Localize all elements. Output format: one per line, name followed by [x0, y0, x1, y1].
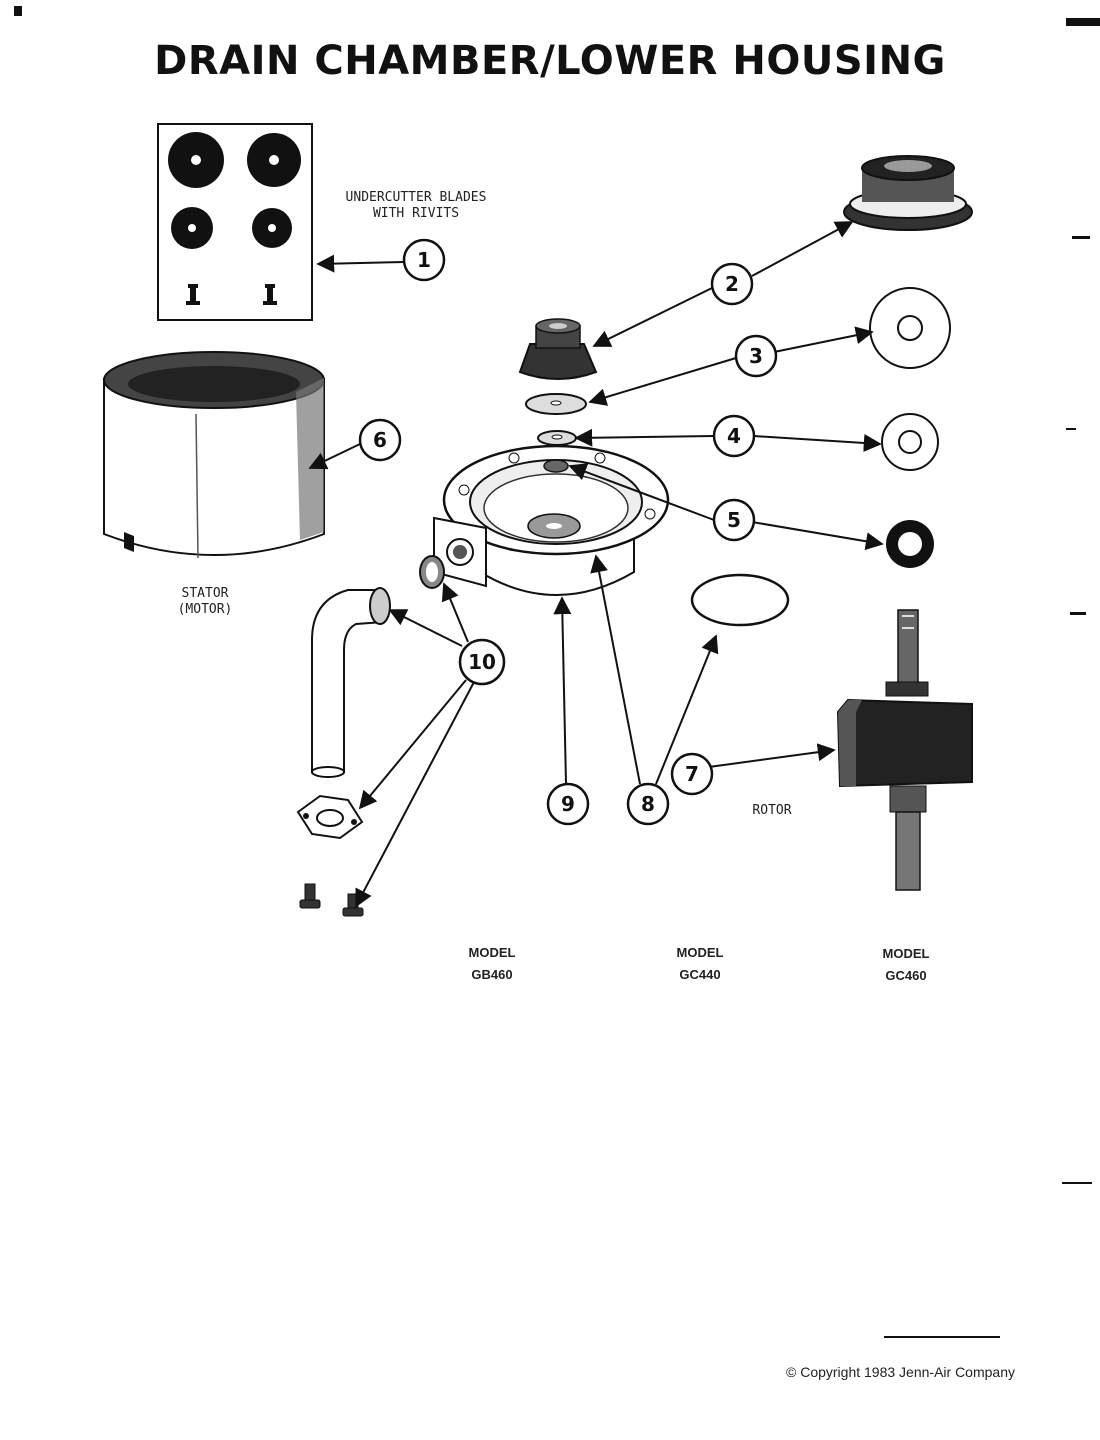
rivet-right: [263, 284, 277, 305]
callout-2: 2: [710, 262, 754, 306]
stator-motor: [103, 351, 325, 559]
callout-9-label: 9: [561, 792, 575, 816]
undercutter-blades-label: UNDERCUTTER BLADES WITH RIVITS: [326, 190, 506, 222]
seal-detail: [886, 520, 934, 568]
model-gc460: MODEL GC460: [856, 943, 956, 987]
undercutter-blades-card: [157, 123, 313, 321]
callout-1: 1: [402, 238, 446, 282]
callout-5-label: 5: [727, 508, 741, 532]
model-gb460-heading: MODEL: [468, 945, 516, 960]
screw-left: [299, 883, 321, 909]
undercutter-label-line1: UNDERCUTTER BLADES: [345, 190, 487, 205]
model-gb460: MODEL GB460: [442, 942, 542, 986]
rivet-left: [186, 284, 200, 305]
callout-8-label: 8: [641, 792, 655, 816]
mounting-assembly-large: [843, 155, 973, 231]
callout-7-label: 7: [685, 762, 699, 786]
scan-marks: [14, 6, 1100, 1338]
washer-small-detail: [881, 413, 939, 471]
o-ring: [690, 573, 790, 627]
blade-large-right: [247, 133, 301, 187]
blade-large-left: [168, 132, 224, 188]
callout-7: 7: [670, 752, 714, 796]
washer-small: [537, 430, 577, 446]
lower-housing: [433, 444, 670, 596]
callout-5: 5: [712, 498, 756, 542]
callout-8: 8: [626, 782, 670, 826]
stator-label-line2: (MOTOR): [177, 602, 233, 617]
copyright-notice: © Copyright 1983 Jenn-Air Company: [786, 1364, 1015, 1380]
callout-3-label: 3: [749, 344, 763, 368]
model-gc440-number: GC440: [679, 967, 721, 982]
stator-label-line1: STATOR: [181, 586, 229, 601]
callout-2-label: 2: [725, 272, 739, 296]
callout-1-label: 1: [417, 248, 431, 272]
undercutter-label-line2: WITH RIVITS: [372, 206, 460, 221]
model-gc460-number: GC460: [885, 968, 927, 983]
model-gc440-heading: MODEL: [676, 945, 724, 960]
callout-6: 6: [358, 418, 402, 462]
callout-10: 10: [458, 638, 506, 686]
callout-4-label: 4: [727, 424, 741, 448]
blade-small-left: [171, 207, 213, 249]
blade-small-right: [252, 208, 292, 248]
mounting-assembly-small: [518, 318, 598, 380]
model-gb460-number: GB460: [471, 967, 513, 982]
callout-4: 4: [712, 414, 756, 458]
rotor-label: ROTOR: [752, 803, 792, 818]
inlet-collar: [419, 555, 445, 589]
washer-large: [525, 393, 587, 415]
callout-10-label: 10: [468, 650, 496, 674]
callout-3: 3: [734, 334, 778, 378]
callout-9: 9: [546, 782, 590, 826]
flange-plate: [296, 794, 364, 840]
rotor: [836, 609, 973, 891]
model-gc460-heading: MODEL: [882, 946, 930, 961]
washer-large-detail: [869, 287, 951, 369]
model-gc440: MODEL GC440: [650, 942, 750, 986]
drain-elbow: [311, 587, 391, 778]
callout-6-label: 6: [373, 428, 387, 452]
stator-label: STATOR (MOTOR): [150, 586, 260, 618]
page-title: DRAIN CHAMBER/LOWER HOUSING: [154, 38, 946, 84]
